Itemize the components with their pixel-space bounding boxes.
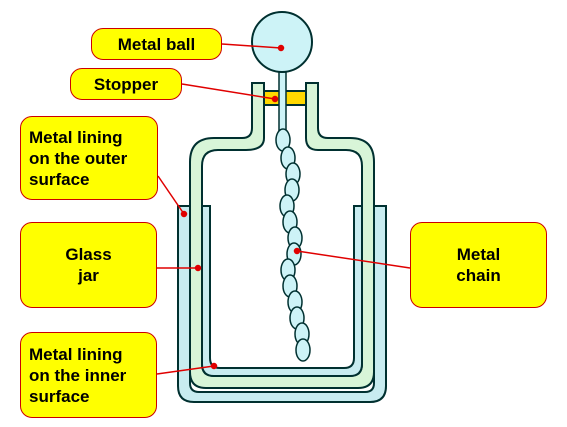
label-outer-lining-line-2: on the outer	[29, 148, 128, 168]
callout-metal-ball: Metal ball	[91, 28, 222, 60]
label-outer-lining-line-1: Metal lining	[29, 127, 123, 147]
label-metal-ball: Metal ball	[117, 34, 196, 54]
label-stopper: Stopper	[93, 74, 159, 94]
label-glass-jar-line-1: Glass	[65, 245, 112, 264]
label-glass-jar-line-2: jar	[78, 266, 99, 285]
label-inner-lining-line-2: on the inner	[29, 365, 127, 385]
callout-glass-jar: Glass jar	[20, 222, 157, 308]
leader-dot-outer-lining	[180, 210, 188, 218]
label-outer-lining-line-3: surface	[29, 169, 90, 189]
label-metal-chain-line-1: Metal	[456, 245, 501, 264]
metal-ball	[251, 11, 313, 73]
leader-metal-ball	[221, 43, 282, 49]
callout-outer-lining: Metal lining on the outer surface	[20, 116, 158, 200]
callout-inner-lining: Metal lining on the inner surface	[20, 332, 157, 418]
chain-link	[295, 338, 311, 362]
leader-dot-metal-ball	[277, 44, 285, 52]
leader-dot-inner-lining	[210, 362, 218, 370]
callout-metal-chain: Metal chain	[410, 222, 547, 308]
leader-dot-metal-chain	[293, 247, 301, 255]
leader-dot-glass-jar	[194, 264, 202, 272]
leader-stopper	[181, 83, 276, 100]
label-inner-lining-line-3: surface	[29, 386, 90, 406]
glass-jar-wall	[189, 82, 375, 389]
leader-metal-chain	[296, 250, 411, 269]
leader-inner-lining	[156, 365, 215, 375]
label-metal-chain-line-2: chain	[456, 266, 501, 285]
leader-outer-lining	[157, 175, 185, 215]
callout-stopper: Stopper	[70, 68, 182, 100]
label-inner-lining-line-1: Metal lining	[29, 344, 123, 364]
metal-chain	[275, 128, 311, 362]
leader-dot-stopper	[271, 95, 279, 103]
inner-metal-lining	[201, 205, 363, 377]
